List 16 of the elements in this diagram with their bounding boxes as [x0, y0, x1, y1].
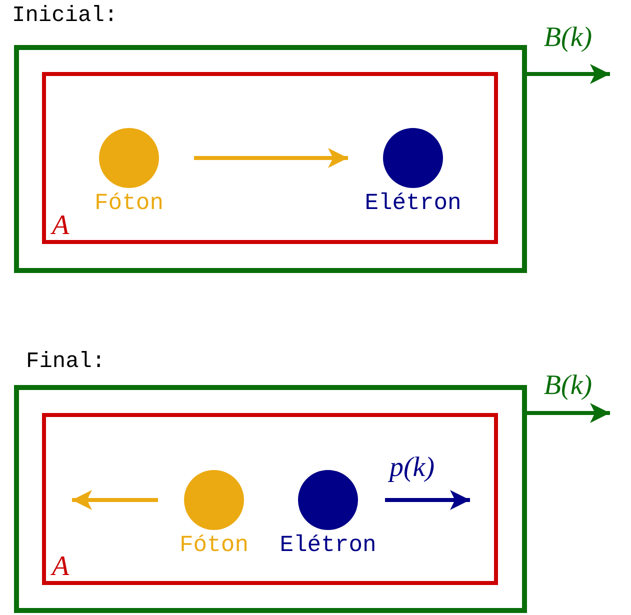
- particle-label: Elétron: [278, 532, 378, 558]
- arrow: [527, 403, 610, 423]
- particle-label: Fóton: [93, 190, 164, 216]
- region-label: A: [52, 551, 70, 583]
- region-frame: [42, 72, 498, 244]
- stage-heading: Final:: [26, 349, 106, 374]
- stage-heading: Inicial:: [12, 3, 118, 28]
- region-label: A: [52, 210, 70, 242]
- arrow: [527, 64, 610, 84]
- region-frame: [42, 413, 498, 585]
- edge-label: B(k): [542, 22, 594, 54]
- particle-label: Elétron: [364, 190, 462, 216]
- arrow: [194, 148, 348, 168]
- momentum-label: p(k): [386, 452, 436, 484]
- edge-label: B(k): [542, 370, 594, 402]
- particle-label: Fóton: [178, 532, 250, 558]
